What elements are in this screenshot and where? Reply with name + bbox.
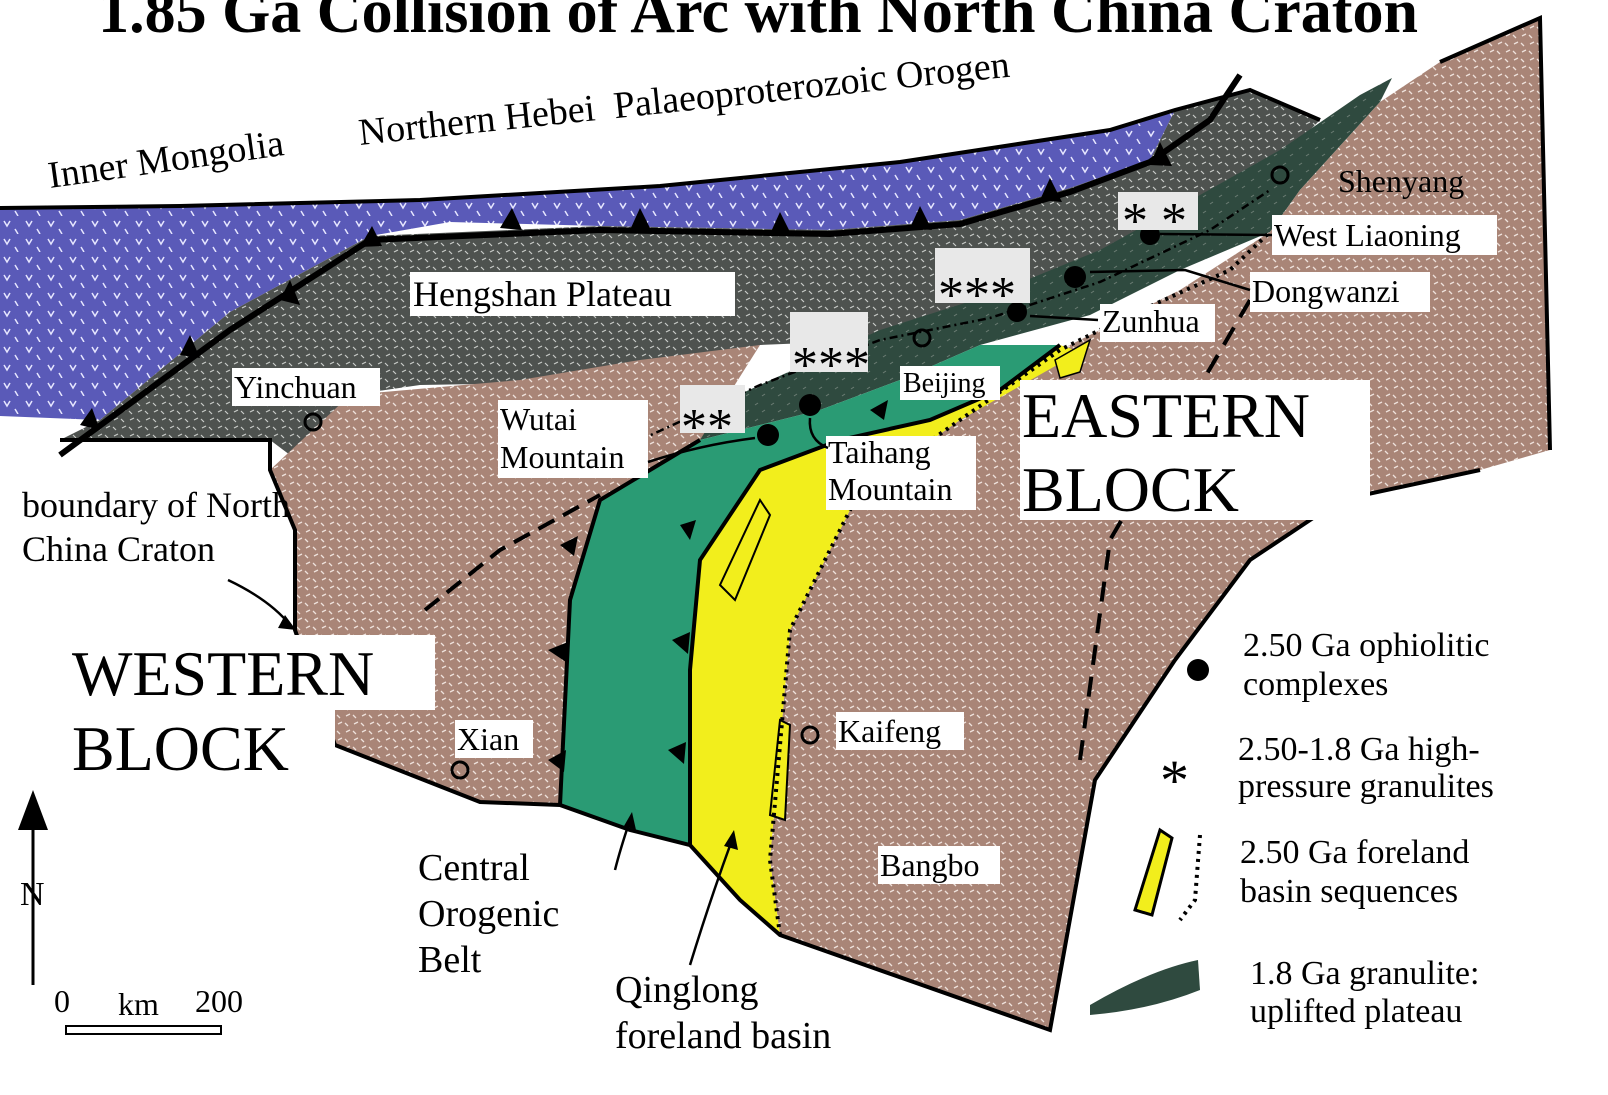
central-belt-label-3: Belt xyxy=(418,939,482,981)
svg-text:* *: * * xyxy=(1122,193,1187,250)
legend-ophiolite-1: 2.50 Ga ophiolitic xyxy=(1243,627,1489,664)
beijing-marker xyxy=(912,328,932,348)
qinglong-label-2: foreland basin xyxy=(615,1015,831,1057)
central-belt-label-1: Central xyxy=(418,847,530,889)
kaifeng-label: Kaifeng xyxy=(838,713,941,749)
foreland-basin-region xyxy=(690,345,1080,935)
shenyang-marker xyxy=(1270,165,1290,185)
svg-text:**: ** xyxy=(681,399,733,456)
bangbo-label: Bangbo xyxy=(880,847,980,883)
scale-unit: km xyxy=(118,986,159,1022)
legend-granulite-hp-1: 2.50-1.8 Ga high- xyxy=(1238,731,1480,768)
ocean-region xyxy=(0,110,1175,420)
wutai-arrow xyxy=(647,436,756,464)
taihang-label-2: Mountain xyxy=(828,471,952,507)
west-liaoning-arrow xyxy=(1159,232,1273,237)
west-liaoning-label: West Liaoning xyxy=(1274,217,1461,253)
eastern-block-region xyxy=(770,18,1550,1030)
eastern-block-label-1: EASTERN xyxy=(1022,380,1310,451)
legend-ophiolite-dot xyxy=(1187,659,1209,681)
arc-suture-line xyxy=(58,73,1243,458)
dongwanzi-label: Dongwanzi xyxy=(1252,273,1400,309)
svg-text:***: *** xyxy=(792,337,870,394)
shenyang-label: Shenyang xyxy=(1338,163,1464,199)
svg-text:***: *** xyxy=(938,267,1016,324)
north-arrow-label: N xyxy=(20,876,45,913)
ophiolite-dot-wutai xyxy=(757,424,779,446)
legend-granulite-star: * xyxy=(1160,748,1189,813)
legend-granulite-hp-2: pressure granulites xyxy=(1238,768,1494,805)
yinchuan-marker xyxy=(303,412,323,432)
ophiolite-dot-zunhua xyxy=(1007,302,1027,322)
foreland-lens-beijing xyxy=(1054,338,1092,379)
scale-start: 0 xyxy=(54,983,70,1019)
legend: 2.50 Ga ophiolitic complexes * 2.50-1.8 … xyxy=(1090,627,1494,1030)
qinglong-label-1: Qinglong xyxy=(615,969,759,1011)
foreland-dotted-boundary xyxy=(767,230,1272,936)
beijing-label: Beijing xyxy=(903,368,985,399)
taihang-arrow xyxy=(808,417,829,450)
western-block-label-1: WESTERN xyxy=(72,638,374,709)
legend-ophiolite-2: complexes xyxy=(1243,666,1388,703)
inner-mongolia-label: Inner Mongolia xyxy=(45,122,286,197)
legend-uplift-swatch xyxy=(1090,960,1200,1015)
foreland-lens-south xyxy=(768,718,792,822)
central-belt-region xyxy=(560,345,1060,845)
map-title: 1.85 Ga Collision of Arc with North Chin… xyxy=(98,0,1418,46)
zunhua-label: Zunhua xyxy=(1102,303,1200,339)
wutai-label-1: Wutai xyxy=(500,401,577,437)
ophiolite-dot-taihang xyxy=(799,394,821,416)
boundary-label-1: boundary of North xyxy=(22,485,290,525)
foreland-lens-north xyxy=(718,497,772,602)
dongwanzi-arrow xyxy=(1089,268,1251,292)
legend-foreland-lens xyxy=(1133,827,1174,917)
legend-foreland-1: 2.50 Ga foreland xyxy=(1240,834,1469,871)
boundary-label-2: China Craton xyxy=(22,529,215,569)
granulite-symbols: * * *** *** ** xyxy=(680,192,1198,456)
scale-bar: 0 km 200 xyxy=(54,983,243,1035)
ophiolite-dot-dongwanzi xyxy=(1064,266,1086,288)
xian-marker xyxy=(450,760,470,780)
kaifeng-marker xyxy=(800,725,820,745)
hengshan-plateau-label: Hengshan Plateau xyxy=(413,274,672,314)
city-markers xyxy=(303,165,1290,780)
xian-label: Xian xyxy=(457,721,519,757)
western-block-label-2: BLOCK xyxy=(72,713,289,784)
taihang-label-1: Taihang xyxy=(828,434,931,470)
wutai-label-2: Mountain xyxy=(500,439,624,475)
western-block-dashed-boundary xyxy=(423,493,601,612)
legend-foreland-2: basin sequences xyxy=(1240,873,1458,910)
legend-uplift-1: 1.8 Ga granulite: xyxy=(1250,955,1479,992)
orogen-label: Northern Hebei Palaeoproterozoic Orogen xyxy=(357,44,1012,154)
zunhua-arrow xyxy=(1029,314,1099,322)
qinglong-pointer-arrow xyxy=(688,839,734,966)
eastern-block-label-2: BLOCK xyxy=(1022,454,1239,525)
thrust-teeth xyxy=(80,142,1172,772)
legend-uplift-2: uplifted plateau xyxy=(1250,993,1462,1030)
central-belt-west-boundary xyxy=(558,438,702,806)
boundary-pointer-arrow xyxy=(227,578,291,626)
scale-end: 200 xyxy=(195,983,243,1019)
yinchuan-label: Yinchuan xyxy=(234,369,357,405)
plateau-south-boundary xyxy=(639,188,1271,442)
central-belt-label-2: Orogenic xyxy=(418,893,559,935)
legend-foreland-dotted xyxy=(1178,834,1202,922)
north-arrow: N xyxy=(18,790,48,985)
